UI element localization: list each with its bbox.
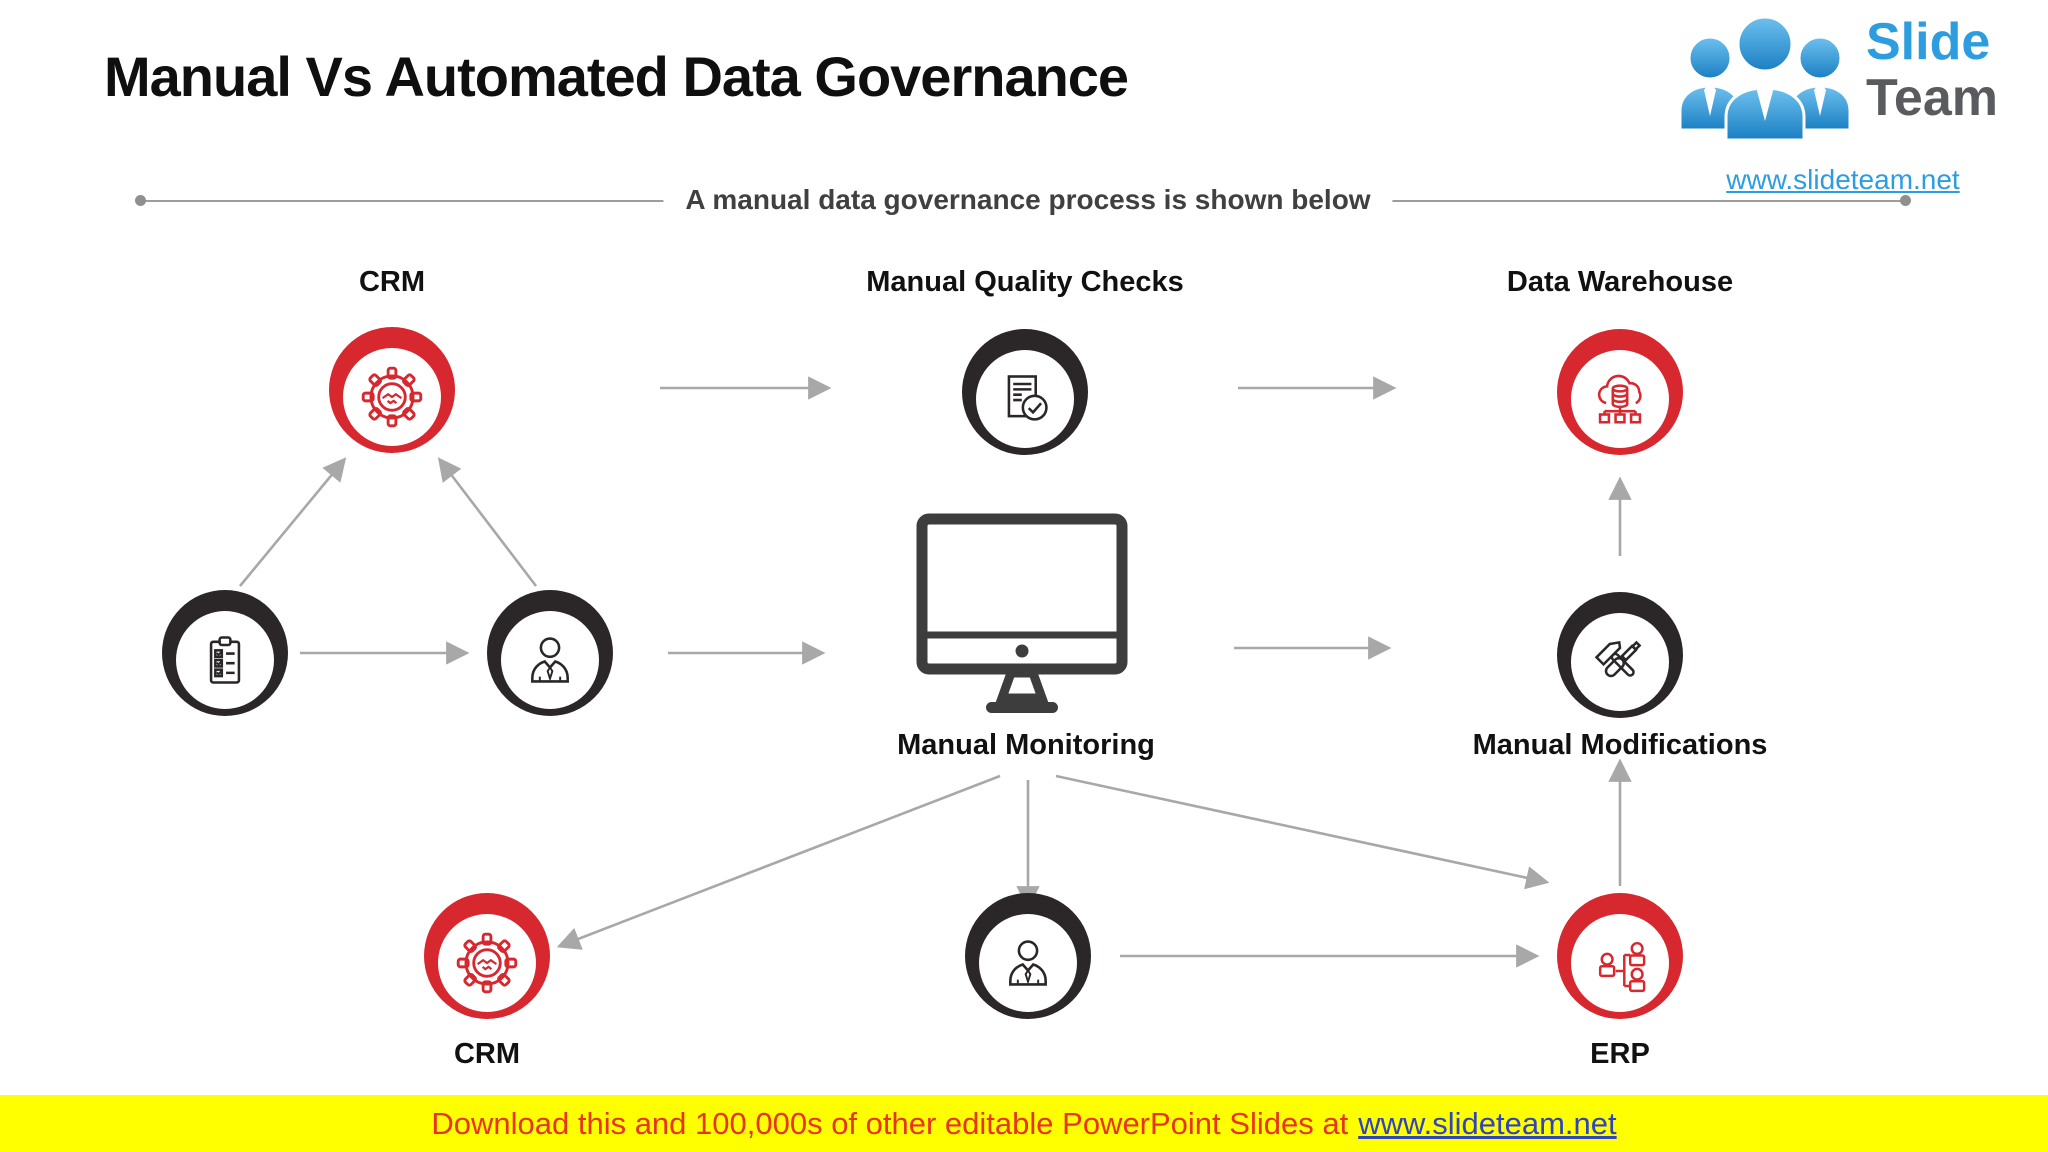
- node-quality-checks: [962, 329, 1088, 455]
- node-operator: [487, 590, 613, 716]
- process-subtitle: A manual data governance process is show…: [663, 184, 1393, 216]
- org-people-icon: [1571, 914, 1669, 1012]
- gear-handshake-icon: [438, 914, 536, 1012]
- label-erp: ERP: [1590, 1038, 1650, 1070]
- divider-dot-right: [1900, 195, 1911, 206]
- label-manual-modifications: Manual Modifications: [1472, 729, 1768, 761]
- node-checklist: [162, 590, 288, 716]
- node-erp: [1557, 893, 1683, 1019]
- monitor-icon: [916, 513, 1128, 713]
- banner-link[interactable]: www.slideteam.net: [1358, 1105, 1617, 1141]
- label-crm-bottom: CRM: [453, 1038, 521, 1070]
- label-data-warehouse: Data Warehouse: [1506, 266, 1734, 298]
- label-manual-monitoring: Manual Monitoring: [897, 729, 1155, 761]
- label-quality-checks: Manual Quality Checks: [866, 266, 1184, 298]
- node-reviewer: [965, 893, 1091, 1019]
- document-check-icon: [976, 350, 1074, 448]
- page-title: Manual Vs Automated Data Governance: [104, 45, 1129, 108]
- hammer-screwdriver-icon: [1571, 613, 1669, 711]
- download-banner: Download this and 100,000s of other edit…: [0, 1095, 2048, 1152]
- logo-wordmark: Slide Team: [1866, 14, 1998, 126]
- label-crm-top: CRM: [358, 266, 426, 298]
- three-people-logo-icon: [1678, 15, 1852, 142]
- slideteam-logo: Slide Team www.slideteam.net: [1670, 6, 2040, 216]
- gear-handshake-icon: [343, 348, 441, 446]
- node-data-warehouse: [1557, 329, 1683, 455]
- clipboard-checklist-icon: [176, 611, 274, 709]
- divider-dot-left: [135, 195, 146, 206]
- logo-url-link[interactable]: www.slideteam.net: [1726, 164, 1960, 195]
- logo-word-team: Team: [1866, 69, 1998, 128]
- banner-text: Download this and 100,000s of other edit…: [431, 1105, 1349, 1141]
- businessman-icon: [501, 611, 599, 709]
- businessman-icon: [979, 914, 1077, 1012]
- node-crm-bottom: [424, 893, 550, 1019]
- logo-word-slide: Slide: [1866, 13, 1991, 71]
- node-crm-top: [329, 327, 455, 453]
- node-manual-modifications: [1557, 592, 1683, 718]
- cloud-database-icon: [1571, 350, 1669, 448]
